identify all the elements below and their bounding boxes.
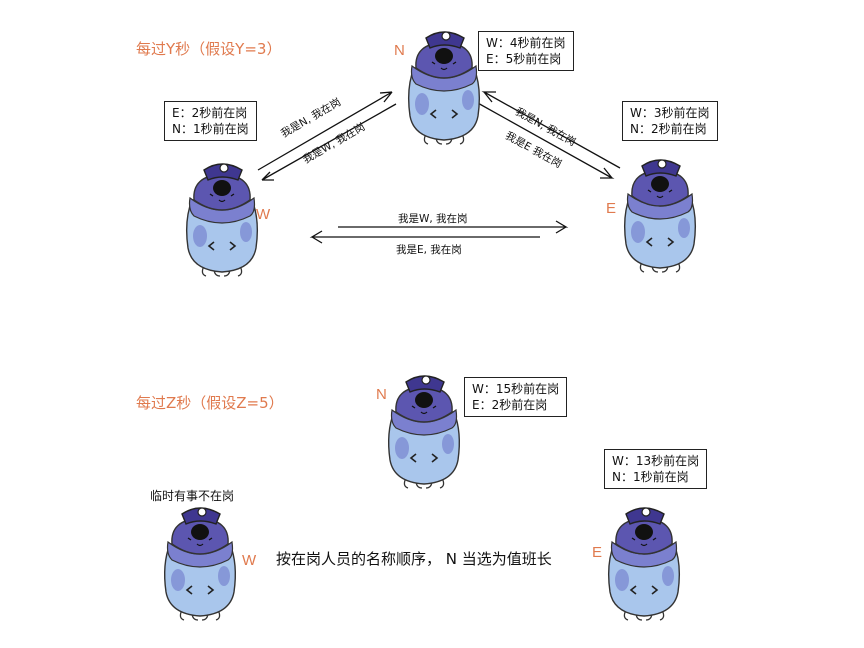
node2-w-label: W xyxy=(242,552,257,569)
node-e-label: E xyxy=(606,200,617,217)
section1-title: 每过Y秒（假设Y=3） xyxy=(136,40,282,58)
node-n-status: W：4秒前在岗 E：5秒前在岗 xyxy=(478,31,574,71)
hamster-guard-illustration xyxy=(607,507,681,621)
guard-e xyxy=(612,156,708,280)
guard2-n xyxy=(376,372,472,496)
node-w-status: E：2秒前在岗 N：1秒前在岗 xyxy=(164,101,257,141)
status-line: W：15秒前在岗 xyxy=(472,382,560,396)
node2-n-label: N xyxy=(376,386,387,403)
node2-w-note: 临时有事不在岗 xyxy=(150,489,235,503)
leader-caption: 按在岗人员的名称顺序， N 当选为值班长 xyxy=(276,550,552,568)
guard-n xyxy=(396,28,492,152)
arrow-n-to-e xyxy=(475,101,615,179)
section2-title: 每过Z秒（假设Z=5） xyxy=(136,394,284,412)
status-line: N：1秒前在岗 xyxy=(612,470,689,484)
msg-e-to-w: 我是E, 我在岗 xyxy=(396,244,462,256)
status-line: N：1秒前在岗 xyxy=(172,122,249,136)
hamster-guard-illustration xyxy=(623,159,697,273)
status-line: W：13秒前在岗 xyxy=(612,454,700,468)
node-n-label: N xyxy=(394,42,405,59)
node-w-label: W xyxy=(256,206,271,223)
guard-w xyxy=(174,160,270,284)
status-line: W：3秒前在岗 xyxy=(630,106,710,120)
guard2-e xyxy=(596,504,692,628)
node2-e-label: E xyxy=(592,544,603,561)
hamster-guard-illustration xyxy=(163,507,237,621)
msg-w-to-e: 我是W, 我在岗 xyxy=(398,213,468,225)
hamster-guard-illustration xyxy=(407,31,481,145)
arrow-w-to-e xyxy=(338,220,569,234)
status-line: E：2秒前在岗 xyxy=(172,106,248,120)
arrow-n-to-w xyxy=(261,103,397,181)
guard2-w xyxy=(152,504,248,628)
status-line: E：2秒前在岗 xyxy=(472,398,548,412)
status-line: N：2秒前在岗 xyxy=(630,122,707,136)
node2-e-status: W：13秒前在岗 N：1秒前在岗 xyxy=(604,449,708,489)
node-e-status: W：3秒前在岗 N：2秒前在岗 xyxy=(622,101,718,141)
arrow-w-to-n xyxy=(257,91,393,171)
arrow-e-to-n xyxy=(481,91,621,169)
hamster-guard-illustration xyxy=(387,375,461,489)
status-line: E：5秒前在岗 xyxy=(486,52,562,66)
arrow-e-to-w xyxy=(309,230,540,244)
status-line: W：4秒前在岗 xyxy=(486,36,566,50)
hamster-guard-illustration xyxy=(185,163,259,277)
node2-n-status: W：15秒前在岗 E：2秒前在岗 xyxy=(464,377,568,417)
